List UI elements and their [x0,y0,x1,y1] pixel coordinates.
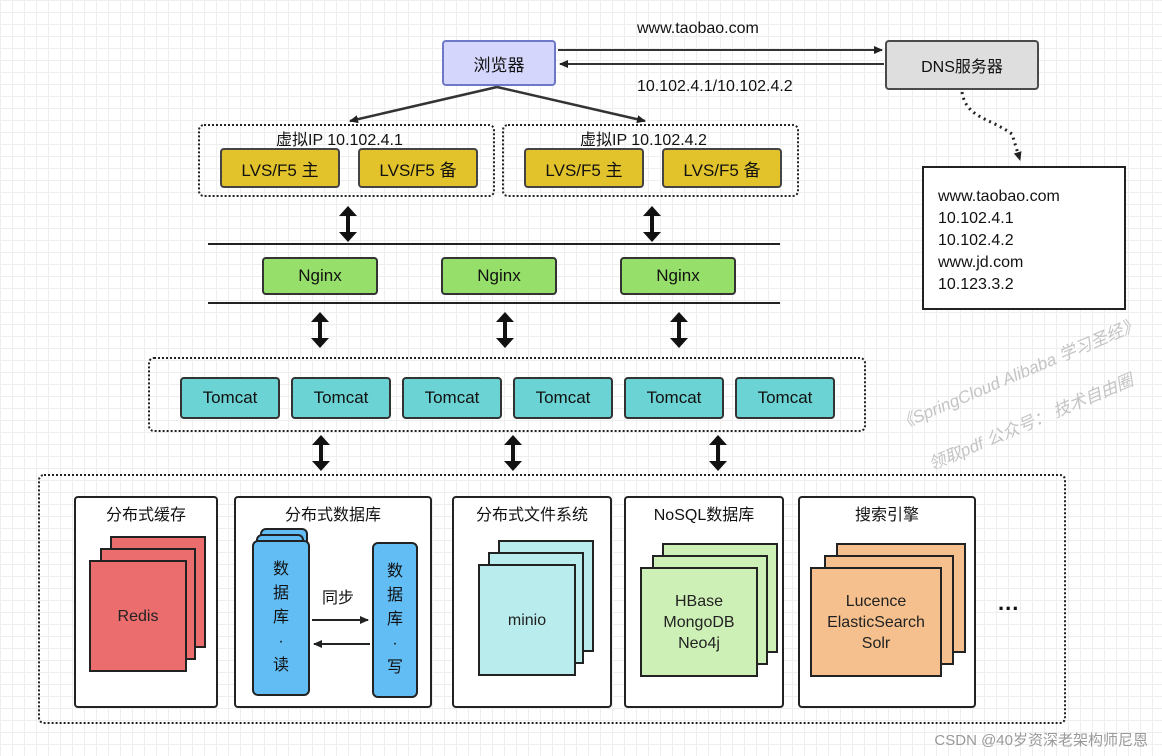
read-db-char: · [278,633,284,650]
nosql-item: HBase [674,592,724,610]
dns-server-node: DNS服务器 [885,40,1039,90]
lvs-backup-2: LVS/F5 备 [662,148,782,188]
read-db-char: 据 [272,585,289,602]
dns-record: 10.102.4.1 [938,210,1014,227]
nginx-node-2-label: Nginx [477,266,521,285]
browser-to-vip2-arrow [496,85,646,124]
read-db-char: 读 [272,657,289,674]
nosql-card: HBase MongoDB Neo4j [640,567,758,677]
nginx-node-1: Nginx [262,257,378,295]
lvs-backup-1: LVS/F5 备 [358,148,478,188]
cache-panel-title: 分布式缓存 [105,507,186,524]
redis-label: Redis [117,607,159,625]
redis-card: Redis [89,560,187,672]
read-db-char: 数 [272,561,289,578]
tomcat-node-1-label: Tomcat [202,388,258,407]
write-db-char: · [392,635,398,652]
dns-record: www.taobao.com [938,188,1060,205]
lvs-primary-1: LVS/F5 主 [220,148,340,188]
nginx3-tomcat-arrow [670,312,688,348]
read-db-char: 库 [272,609,289,626]
tomcat-services-arrow-1 [312,435,330,471]
filesystem-panel-title: 分布式文件系统 [475,507,588,524]
lvs-primary-2-label: LVS/F5 主 [545,160,623,180]
minio-card: minio [478,564,576,676]
vip-group-1-title: 虚拟IP 10.102.4.1 [276,132,403,149]
tomcat-node-6-label: Tomcat [757,388,813,407]
nosql-item: Neo4j [678,634,720,652]
nginx-node-1-label: Nginx [298,266,342,285]
lvs-backup-1-label: LVS/F5 备 [379,160,457,180]
dns-record: www.jd.com [938,254,1024,271]
browser-to-vip1-arrow [349,85,498,124]
nosql-item: MongoDB [663,613,735,631]
search-item: Lucence [845,592,907,610]
write-db-char: 据 [386,587,403,604]
write-db-char: 数 [386,563,403,580]
tomcat-node-3-label: Tomcat [424,388,480,407]
nginx2-tomcat-arrow [496,312,514,348]
vip1-nginx-arrow [339,206,357,242]
more-services-ellipsis: ... [998,590,1020,615]
tomcat-services-arrow-2 [504,435,522,471]
vip-group-1 [198,124,495,197]
tomcat-node-6: Tomcat [735,377,835,419]
write-db: 数 据 库 · 写 [372,542,418,698]
tomcat-node-5: Tomcat [624,377,724,419]
tomcat-node-1: Tomcat [180,377,280,419]
bidirectional-arrows [311,206,727,471]
search-item: ElasticSearch [827,613,925,631]
database-panel-title: 分布式数据库 [284,507,381,524]
vip2-nginx-arrow [643,206,661,242]
browser-label: 浏览器 [473,55,525,75]
dns-response-label: 10.102.4.1/10.102.4.2 [637,78,793,95]
dns-record-list: www.taobao.com 10.102.4.1 10.102.4.2 www… [922,166,1126,310]
vip-group-2 [502,124,799,197]
services-container [38,474,1066,724]
tomcat-node-4: Tomcat [513,377,613,419]
dns-request-label: www.taobao.com [637,20,759,37]
vip-group-2-title: 虚拟IP 10.102.4.2 [580,132,707,149]
minio-label: minio [507,611,547,629]
browser-node: 浏览器 [442,40,556,86]
tomcat-cluster [148,357,866,432]
sync-label: 同步 [322,590,355,607]
nginx-node-2: Nginx [441,257,557,295]
tomcat-node-2: Tomcat [291,377,391,419]
lvs-backup-2-label: LVS/F5 备 [683,160,761,180]
search-card: Lucence ElasticSearch Solr [810,567,942,677]
tomcat-node-3: Tomcat [402,377,502,419]
dns-record: 10.102.4.2 [938,232,1014,249]
lvs-primary-2: LVS/F5 主 [524,148,644,188]
read-db: 数 据 库 · 读 [252,540,310,696]
nginx-node-3: Nginx [620,257,736,295]
nginx1-tomcat-arrow [311,312,329,348]
csdn-credit: CSDN @40岁资深老架构师尼恩 [934,732,1148,749]
write-db-char: 库 [386,611,403,628]
dns-server-label: DNS服务器 [921,59,1003,76]
tomcat-node-4-label: Tomcat [535,388,591,407]
tomcat-node-5-label: Tomcat [646,388,702,407]
dns-record: 10.123.3.2 [938,276,1014,293]
write-db-char: 写 [386,659,403,676]
nosql-panel-title: NoSQL数据库 [653,507,755,524]
nginx-node-3-label: Nginx [656,266,700,285]
search-panel-title: 搜索引擎 [854,507,919,524]
dns-to-records-dotted-arrow [960,91,1022,161]
search-item: Solr [861,634,891,652]
tomcat-services-arrow-3 [709,435,727,471]
tomcat-node-2-label: Tomcat [313,388,369,407]
lvs-primary-1-label: LVS/F5 主 [241,160,319,180]
